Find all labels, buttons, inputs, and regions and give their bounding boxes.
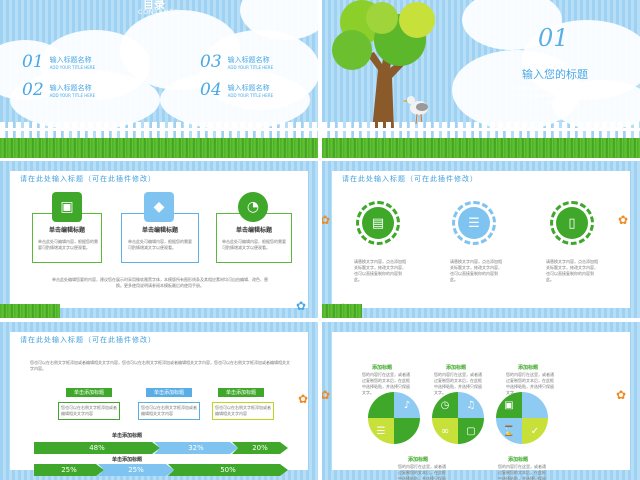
contents-title: 目录 bbox=[143, 0, 165, 11]
butterfly-icon: ✿ bbox=[618, 213, 629, 227]
item-number: 02 bbox=[22, 80, 44, 100]
document-icon: ▤ bbox=[362, 207, 394, 239]
bird-illustration bbox=[402, 96, 428, 124]
card-text: 单击此处可编辑内容，根据您的需要可酌情增减文字以便观看。 bbox=[38, 239, 98, 250]
grass-decoration bbox=[322, 304, 362, 318]
slide-three-circles[interactable]: 请在此处输入标题（可在此插件修改） ▤ 请替换文字内容，点击添加相关标题文字，修… bbox=[322, 161, 640, 318]
petal-text-2: 您的内容打在这里，或者通过复制您的文本后，在此框中选择粘贴，并选择只保留文字。 bbox=[434, 372, 482, 395]
slide-section[interactable]: 01 输入您的标题 Quickly repurpose top-line inn… bbox=[322, 0, 640, 158]
petal-label-5: 添加标题 bbox=[508, 457, 529, 463]
grass-decoration bbox=[322, 138, 640, 158]
butterfly-icon: ✿ bbox=[616, 388, 627, 402]
intro-text: 您也可以在右侧文字框添加或者编辑相关文字内容，您也可以在右侧文字框添加或者编辑相… bbox=[30, 360, 290, 371]
item-sub: ADD YOUR TITLE HERE bbox=[49, 92, 96, 98]
cube-icon: ◆ bbox=[144, 192, 174, 222]
slide-three-cards[interactable]: 请在此处输入标题（可在此插件修改） ▣ 单击编辑标题 单击此处可编辑内容，根据您… bbox=[0, 161, 318, 318]
card-title: 单击编辑标题 bbox=[235, 227, 272, 234]
grass-decoration bbox=[0, 304, 60, 318]
contents-item-2[interactable]: 02 输入标题名称 ADD YOUR TITLE HERE bbox=[22, 80, 95, 100]
tree-illustration bbox=[332, 0, 435, 130]
bar-1-seg-2: 32% bbox=[154, 442, 238, 454]
item-sub: ADD YOUR TITLE HERE bbox=[227, 64, 274, 70]
contents-item-3[interactable]: 03 输入标题名称 ADD YOUR TITLE HERE bbox=[200, 52, 273, 72]
item-number: 04 bbox=[200, 80, 222, 100]
butterfly-icon: ✿ bbox=[296, 299, 307, 313]
tag-1-text: 您也可以在右侧文字框添加或者编辑相关文字内容 bbox=[58, 402, 120, 420]
butterfly-icon: ✿ bbox=[322, 213, 331, 227]
butterfly-icon: ✿ bbox=[298, 392, 309, 406]
circle-2[interactable]: ☰ bbox=[452, 201, 496, 245]
tag-2-text: 您也可以在右侧文字框添加或者编辑相关文字内容 bbox=[138, 402, 200, 420]
circle-text: 请替换文字内容，点击添加相关标题文字，修改文字内容，也可以直接复制你的内容到此。 bbox=[450, 259, 502, 282]
bar-2-seg-1: 25% bbox=[34, 464, 104, 476]
petal-label-1: 添加标题 bbox=[372, 365, 393, 371]
slide-petals[interactable]: 添加标题 您的内容打在这里，或者通过复制您的文本后，在此框中选择粘贴，并选择只保… bbox=[322, 322, 640, 480]
circle-text: 请替换文字内容，点击添加相关标题文字，修改文字内容，也可以直接复制你的内容到此。 bbox=[546, 259, 598, 282]
tag-2-label: 单击添加标题 bbox=[146, 388, 192, 397]
contents-item-1[interactable]: 01 输入标题名称 ADD YOUR TITLE HERE bbox=[22, 52, 95, 72]
item-number: 03 bbox=[200, 52, 222, 72]
pie-chart-icon: ◔ bbox=[238, 192, 268, 222]
butterfly-icon: ✿ bbox=[322, 388, 331, 402]
item-title: 输入标题名称 bbox=[227, 83, 270, 92]
item-title: 输入标题名称 bbox=[49, 83, 92, 92]
bar-2-label: 单击添加标题 bbox=[112, 457, 143, 463]
petal-text-4: 您的内容打在这里，或者通过复制您的文本后，在此框中选择粘贴，并选择只保留文字。 bbox=[398, 464, 446, 480]
circle-text: 请替换文字内容，点击添加相关标题文字，修改文字内容，也可以直接复制你的内容到此。 bbox=[354, 259, 406, 282]
contents-subtitle: CONTENTS bbox=[138, 9, 179, 16]
petal-text-5: 您的内容打在这里，或者通过复制您的文本后，在此框中选择粘贴，并选择只保留文字。 bbox=[498, 464, 546, 480]
card-text: 单击此处可编辑内容，根据您的需要可酌情增减文字以便观看。 bbox=[222, 239, 286, 250]
section-desc: Quickly repurpose top-line innovation be… bbox=[512, 86, 608, 106]
slide-header: 请在此处输入标题（可在此插件修改） bbox=[20, 175, 156, 183]
petal-label-3: 添加标题 bbox=[518, 365, 539, 371]
circle-1[interactable]: ▤ bbox=[356, 201, 400, 245]
section-title: 输入您的标题 bbox=[522, 68, 588, 81]
slide-contents[interactable]: 目录 CONTENTS 01 输入标题名称 ADD YOUR TITLE HER… bbox=[0, 0, 318, 158]
petal-label-4: 添加标题 bbox=[408, 457, 429, 463]
item-sub: ADD YOUR TITLE HERE bbox=[49, 64, 96, 70]
bar-1-seg-3: 20% bbox=[232, 442, 288, 454]
tag-1-label: 单击添加标题 bbox=[66, 388, 112, 397]
slide-progress[interactable]: 请在此处输入标题（可在此插件修改） 您也可以在右侧文字框添加或者编辑相关文字内容… bbox=[0, 322, 318, 480]
bar-1-label: 单击添加标题 bbox=[112, 433, 143, 439]
bar-2-seg-3: 50% bbox=[168, 464, 288, 476]
bar-1-seg-1: 48% bbox=[34, 442, 160, 454]
circle-3[interactable]: ▯ bbox=[550, 201, 594, 245]
item-sub: ADD YOUR TITLE HERE bbox=[227, 92, 274, 98]
card-text: 单击此处可编辑内容，根据您的需要可酌情增减文字以便观看。 bbox=[128, 239, 192, 250]
petal-label-2: 添加标题 bbox=[446, 365, 467, 371]
item-title: 输入标题名称 bbox=[49, 55, 92, 64]
tag-3-label: 单击添加标题 bbox=[218, 388, 264, 397]
section-number: 01 bbox=[538, 24, 569, 52]
card-title: 单击编辑标题 bbox=[48, 227, 85, 234]
item-number: 01 bbox=[22, 52, 44, 72]
chat-icon: ☰ bbox=[458, 207, 490, 239]
petal-text-3: 您的内容打在这里，或者通过复制您的文本后，在此框中选择粘贴，并选择只保留文字。 bbox=[506, 372, 554, 395]
slide-header: 请在此处输入标题（可在此插件修改） bbox=[342, 175, 478, 183]
card-title: 单击编辑标题 bbox=[141, 227, 178, 234]
item-title: 输入标题名称 bbox=[227, 55, 270, 64]
footer-text: 单击此处编辑您要的内容，建议您在展示时采用微软雅黑字体，本模版所有图形线条及其相… bbox=[52, 277, 268, 288]
camera-icon: ▣ bbox=[52, 192, 82, 222]
tag-3-text: 您也可以在右侧文字框添加或者编辑相关文字内容 bbox=[212, 402, 274, 420]
phone-icon: ▯ bbox=[556, 207, 588, 239]
contents-item-4[interactable]: 04 输入标题名称 ADD YOUR TITLE HERE bbox=[200, 80, 273, 100]
grass-decoration bbox=[0, 138, 318, 158]
petal-text-1: 您的内容打在这里，或者通过复制您的文本后，在此框中选择粘贴，并选择只保留文字。 bbox=[362, 372, 410, 395]
slide-header: 请在此处输入标题（可在此插件修改） bbox=[20, 336, 156, 344]
bar-2-seg-2: 25% bbox=[98, 464, 174, 476]
